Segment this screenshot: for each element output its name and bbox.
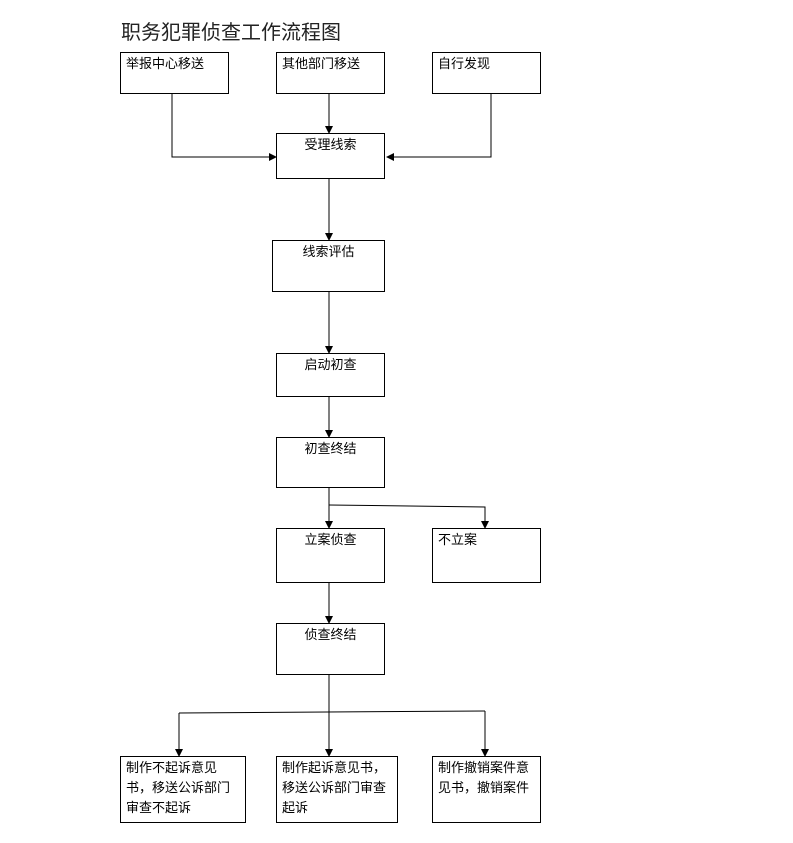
node-lian: 立案侦查 <box>276 528 385 583</box>
node-jubao: 举报中心移送 <box>120 52 229 94</box>
arrow-jubao-to-shouli <box>171 93 277 161</box>
node-chexiao-label: 制作撤销案件意见书，撤销案件 <box>438 761 530 796</box>
node-lian-label: 立案侦查 <box>304 533 357 548</box>
node-chexiao: 制作撤销案件意见书，撤销案件 <box>432 756 541 823</box>
node-qita: 其他部门移送 <box>276 52 385 94</box>
node-buqisu-label: 制作不起诉意见书，移送公诉部门审查不起诉 <box>126 761 231 816</box>
node-zixing-label: 自行发现 <box>438 57 491 72</box>
diagram-title: 职务犯罪侦查工作流程图 <box>121 20 341 44</box>
node-zixing: 自行发现 <box>432 52 541 94</box>
node-pinggu: 线索评估 <box>272 240 385 292</box>
node-qisu: 制作起诉意见书，移送公诉部门审查起诉 <box>276 756 398 823</box>
line-branch-horizontal <box>178 710 486 714</box>
node-buli: 不立案 <box>432 528 541 583</box>
node-chucha-zhongjie: 初查终结 <box>276 437 385 488</box>
node-zhencha-zhongjie-label: 侦查终结 <box>304 628 357 643</box>
node-chucha-zhongjie-label: 初查终结 <box>304 442 357 457</box>
node-qidong: 启动初查 <box>276 353 385 397</box>
node-pinggu-label: 线索评估 <box>302 245 355 260</box>
node-qidong-label: 启动初查 <box>304 358 357 373</box>
node-buqisu: 制作不起诉意见书，移送公诉部门审查不起诉 <box>120 756 246 823</box>
node-qita-label: 其他部门移送 <box>282 57 361 72</box>
arrow-zixing-to-shouli <box>386 93 492 161</box>
node-shouli-label: 受理线索 <box>304 138 357 153</box>
node-jubao-label: 举报中心移送 <box>126 57 205 72</box>
node-shouli: 受理线索 <box>276 133 385 179</box>
node-buli-label: 不立案 <box>438 533 478 548</box>
node-zhencha-zhongjie: 侦查终结 <box>276 623 385 675</box>
arrow-zhongjie-to-buli <box>328 504 489 529</box>
node-qisu-label: 制作起诉意见书，移送公诉部门审查起诉 <box>282 761 387 816</box>
